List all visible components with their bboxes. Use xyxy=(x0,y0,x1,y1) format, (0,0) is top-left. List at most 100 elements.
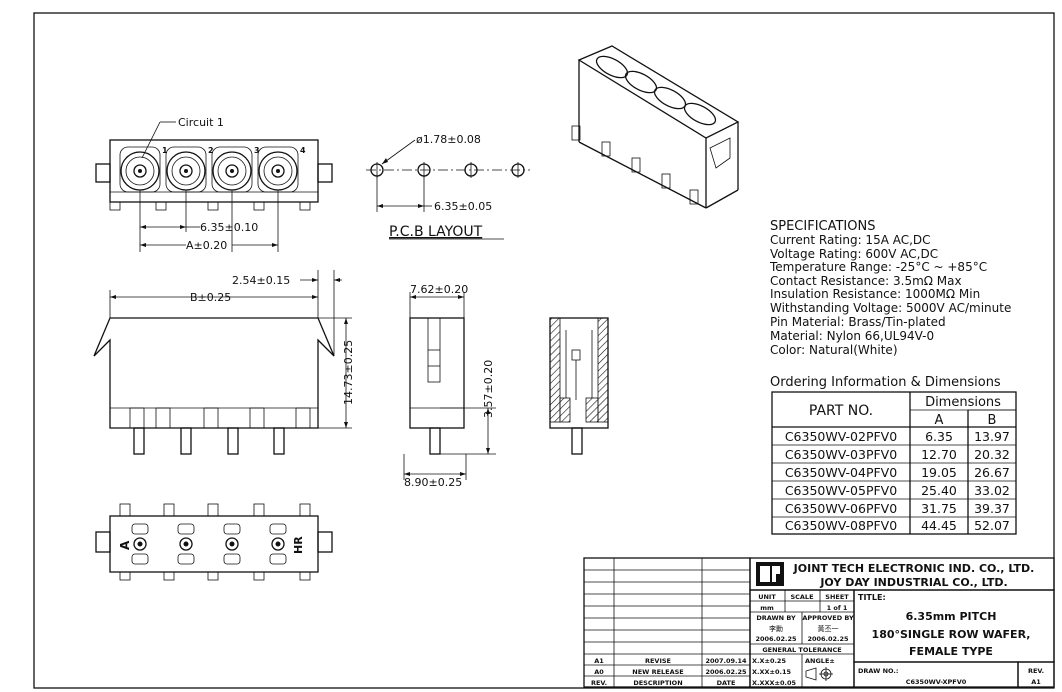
table-cell-part: C6350WV-08PFV0 xyxy=(785,518,897,533)
ordering-title: Ordering Information & Dimensions xyxy=(770,375,1001,390)
spec-title: SPECIFICATIONS xyxy=(770,219,875,234)
spec-line: Current Rating: 15A AC,DC xyxy=(770,233,931,247)
pin-number-3: 3 xyxy=(254,146,260,155)
approved-date: 2006.02.25 xyxy=(807,635,849,643)
desc-header: DESCRIPTION xyxy=(633,679,682,687)
front-pin-2 xyxy=(165,146,207,193)
drawn-by-name: 李勳 xyxy=(769,624,783,633)
title-line-1: 6.35mm PITCH xyxy=(906,610,997,623)
side-b-dim: B±0.25 xyxy=(190,291,231,304)
front-pin-1 xyxy=(119,146,161,193)
pin-number-4: 4 xyxy=(300,146,306,155)
table-cell-part: C6350WV-05PFV0 xyxy=(785,483,897,498)
side-height-dim: 14.73±0.25 xyxy=(342,340,355,405)
date-header: DATE xyxy=(717,679,736,687)
unit-label: UNIT xyxy=(758,593,776,601)
company-logo xyxy=(756,562,784,586)
table-cell-b: 26.67 xyxy=(974,465,1010,480)
title-line-2: 180°SINGLE ROW WAFER, xyxy=(872,628,1031,641)
table-cell-b: 13.97 xyxy=(974,429,1010,444)
pin-number-2: 2 xyxy=(208,146,214,155)
table-cell-b: 39.37 xyxy=(974,501,1010,516)
front-pin-3 xyxy=(211,146,253,193)
end-tail-dim: 3.57±0.20 xyxy=(482,360,495,418)
rev-cell: A0 xyxy=(594,668,604,676)
rev-header: REV. xyxy=(591,679,607,687)
spec-line: Temperature Range: -25°C ~ +85°C xyxy=(769,260,987,274)
spec-line: Insulation Resistance: 1000MΩ Min xyxy=(770,287,980,301)
tolerance-1: X.X±0.25 xyxy=(752,657,786,665)
col-header-part: PART NO. xyxy=(809,403,873,419)
sheet-label: SHEET xyxy=(825,593,849,601)
section-view xyxy=(549,317,609,455)
unit-value: mm xyxy=(760,604,774,612)
drawn-by-label: DRAWN BY xyxy=(756,614,796,622)
title-line-3: FEMALE TYPE xyxy=(909,645,993,658)
table-cell-a: 19.05 xyxy=(921,465,957,480)
side-view: B±0.25 2.54±0.15 14.73±0.25 xyxy=(93,270,355,455)
approved-by-label: APPROVED BY xyxy=(802,614,854,622)
bottom-view: A HR xyxy=(95,503,333,581)
side-offset-dim: 2.54±0.15 xyxy=(232,274,290,287)
rev-value: A1 xyxy=(1031,678,1041,686)
projection-symbol-icon xyxy=(805,667,833,681)
table-cell-part: C6350WV-06PFV0 xyxy=(785,501,897,516)
tolerance-2: X.XX±0.15 xyxy=(752,668,791,676)
table-cell-b: 33.02 xyxy=(974,483,1010,498)
spec-line: Withstanding Voltage: 5000V AC/minute xyxy=(770,301,1011,315)
end-view: 7.62±0.20 8.90±0.25 3.57±0.20 xyxy=(403,283,496,489)
col-header-b: B xyxy=(988,413,997,428)
end-depth-dim: 8.90±0.25 xyxy=(404,476,462,489)
spec-line: Pin Material: Brass/Tin-plated xyxy=(770,315,946,329)
isometric-view xyxy=(571,45,740,209)
table-cell-a: 31.75 xyxy=(921,501,957,516)
table-cell-part: C6350WV-02PFV0 xyxy=(785,429,897,444)
table-cell-part: C6350WV-04PFV0 xyxy=(785,465,897,480)
company-name-2: JOY DAY INDUSTRIAL CO., LTD. xyxy=(819,576,1007,589)
approved-by-name: 黃丕一 xyxy=(818,624,839,633)
tolerance-3: X.XXX±0.05 xyxy=(752,679,796,687)
pcb-layout: ø1.78±0.08 6.35±0.05 P.C.B LAYOUT xyxy=(366,133,530,240)
pin-number-1: 1 xyxy=(162,146,168,155)
pcb-hole-dim: ø1.78±0.08 xyxy=(416,133,481,146)
sheet-border xyxy=(33,12,1055,689)
circuit-label: Circuit 1 xyxy=(178,116,224,129)
front-pin-4 xyxy=(257,146,299,193)
rev-date-cell: 2007.09.14 xyxy=(705,657,747,665)
spec-line: Color: Natural(White) xyxy=(770,343,898,357)
bottom-mark-a: A xyxy=(118,540,132,550)
table-cell-b: 20.32 xyxy=(974,447,1010,462)
pcb-pitch-dim: 6.35±0.05 xyxy=(434,200,492,213)
table-cell-a: 25.40 xyxy=(921,483,957,498)
rev-date-cell: 2006.02.25 xyxy=(705,668,747,676)
front-pitch-dim: 6.35±0.10 xyxy=(200,221,258,234)
table-cell-a: 12.70 xyxy=(921,447,957,462)
specifications: SPECIFICATIONS Current Rating: 15A AC,DC… xyxy=(769,219,1011,357)
tolerance-label: GENERAL TOLERANCE xyxy=(762,646,841,654)
col-header-dims: Dimensions xyxy=(925,395,1001,410)
title-block: A1 REVISE 2007.09.14 A0 NEW RELEASE 2006… xyxy=(583,557,1055,688)
spec-line: Voltage Rating: 600V AC,DC xyxy=(770,247,938,261)
end-width-dim: 7.62±0.20 xyxy=(410,283,468,296)
table-cell-part: C6350WV-03PFV0 xyxy=(785,447,897,462)
rev-desc-cell: NEW RELEASE xyxy=(632,668,684,676)
col-header-a: A xyxy=(935,413,944,428)
spec-line: Contact Resistance: 3.5mΩ Max xyxy=(770,274,962,288)
scale-label: SCALE xyxy=(790,593,813,601)
rev-desc-cell: REVISE xyxy=(645,657,671,665)
pcb-layout-title: P.C.B LAYOUT xyxy=(389,224,483,240)
rev-label: REV. xyxy=(1028,667,1044,675)
ordering-table: Ordering Information & Dimensions PART N… xyxy=(770,375,1017,535)
front-view: 1 2 3 4 Circuit 1 6.35±0.10 A±0.20 xyxy=(95,116,333,252)
sheet-value: 1 of 1 xyxy=(827,604,848,612)
angle-label: ANGLE± xyxy=(805,657,835,665)
company-name-1: JOINT TECH ELECTRONIC IND. CO., LTD. xyxy=(793,562,1035,575)
front-a-dim: A±0.20 xyxy=(186,239,227,252)
rev-cell: A1 xyxy=(594,657,604,665)
table-cell-a: 6.35 xyxy=(925,429,953,444)
draw-no-value: C6350WV-XPFV0 xyxy=(906,678,967,686)
draw-no-label: DRAW NO.: xyxy=(858,667,898,675)
title-label: TITLE: xyxy=(858,593,886,602)
table-cell-a: 44.45 xyxy=(921,518,957,533)
